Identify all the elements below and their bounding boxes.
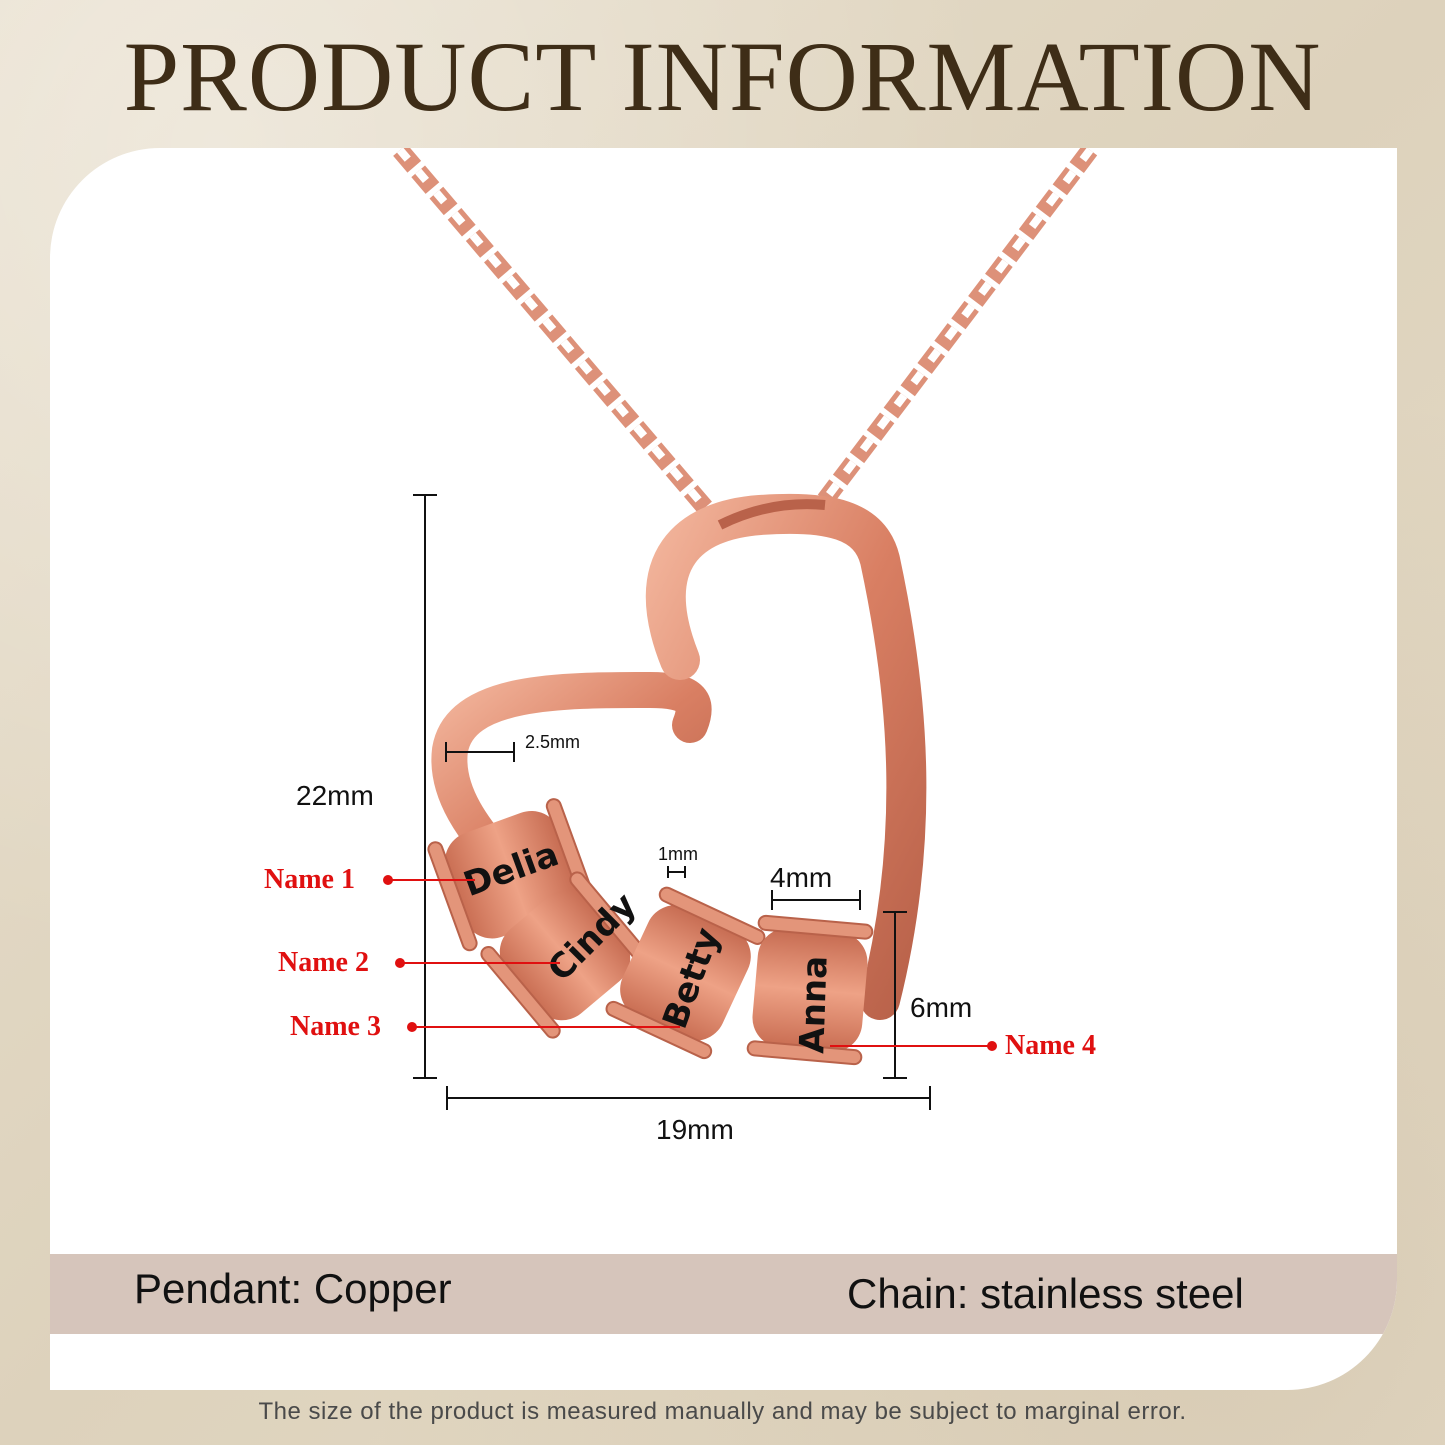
chain [393,148,1098,531]
materials-band: Pendant: Copper Chain: stainless steel [50,1254,1397,1334]
bead-height-label: 6mm [910,992,973,1023]
height-label: 22mm [296,780,374,811]
bead-anna [746,914,874,1066]
name-4-label: Name 4 [1005,1030,1096,1061]
name-1-label: Name 1 [264,864,355,895]
product-card: Delia Cindy Betty Anna [50,148,1397,1390]
name-leaders [383,875,997,1051]
wire-thickness-label: 2.5mm [525,732,581,752]
name-2-label: Name 2 [278,947,369,978]
measurement-disclaimer: The size of the product is measured manu… [258,1398,1187,1425]
necklace-illustration: Delia Cindy Betty Anna [383,148,1098,1110]
pendant-material: Pendant: Copper [134,1265,452,1312]
chain-material: Chain: stainless steel [847,1270,1244,1317]
page-title: PRODUCT INFORMATION [123,21,1322,132]
dimension-lines [413,494,931,1110]
engraving-anna: Anna [792,955,835,1054]
name-3-label: Name 3 [290,1011,381,1042]
width-label: 19mm [656,1114,734,1145]
bead-width-label: 4mm [770,862,833,893]
bead-cindy [480,871,650,1039]
bead-gap-label: 1mm [658,844,698,864]
bead-betty [605,886,766,1060]
heart-pendant [431,493,927,1020]
